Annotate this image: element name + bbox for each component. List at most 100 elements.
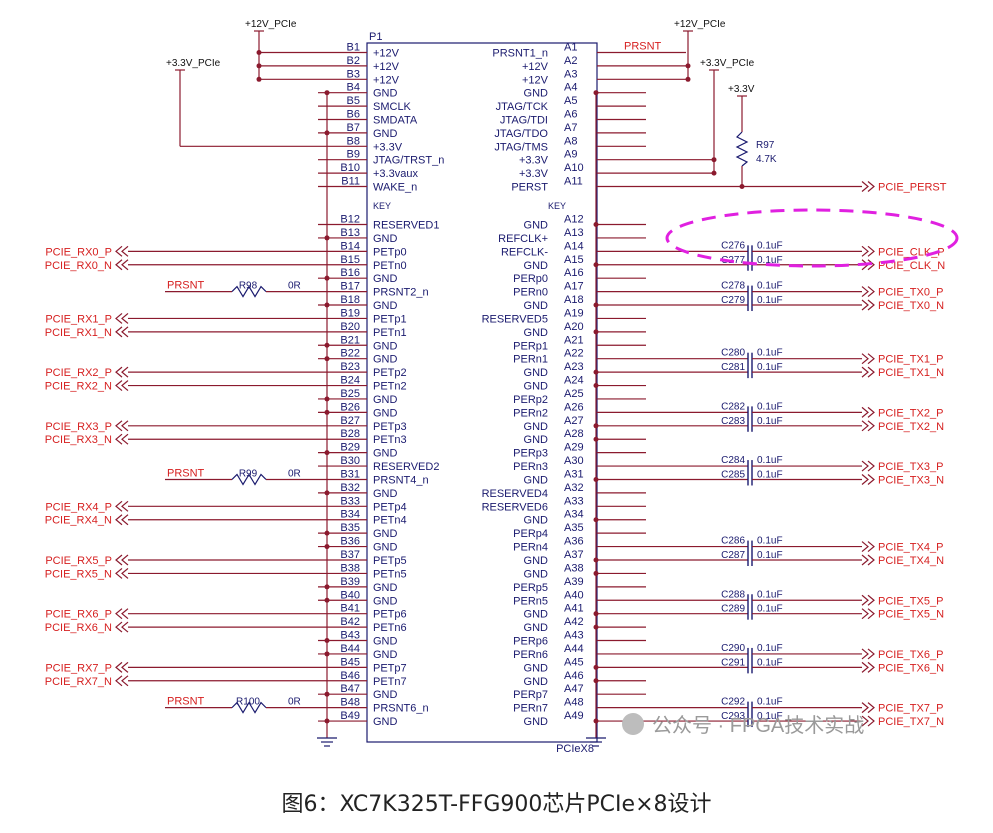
- pin-name: PRSNT4_n: [373, 474, 429, 486]
- resistor-ref: R98: [239, 281, 258, 292]
- offpage-arrow: [861, 245, 875, 257]
- pin-name: GND: [524, 609, 549, 621]
- junction-dot: [711, 157, 717, 163]
- pin-name: PERn2: [513, 407, 548, 419]
- net-label-tx: PCIE_TX1_P: [878, 354, 943, 366]
- pin-number: A32: [564, 482, 584, 494]
- resistor-ref: R100: [236, 697, 260, 708]
- pin-number: A42: [564, 616, 584, 628]
- net-label-tx: PCIE_TX3_N: [878, 474, 944, 486]
- pin-name: PETn6: [373, 622, 407, 634]
- cap-value: 0.1uF: [757, 281, 783, 292]
- component-ref: P1: [369, 31, 382, 43]
- pin-name: GND: [373, 233, 398, 245]
- junction-dot: [256, 63, 262, 69]
- pin-name: GND: [524, 622, 549, 634]
- resistor-prsnt: [231, 473, 267, 486]
- pin-name: PERp0: [513, 273, 548, 285]
- junction-dot: [256, 76, 262, 82]
- pin-number: B47: [340, 683, 360, 695]
- pin-number: A16: [564, 267, 584, 279]
- pin-name: PETn2: [373, 381, 407, 393]
- pin-name: PERp4: [513, 528, 548, 540]
- cap-ref: C288: [721, 589, 745, 600]
- pin-number: A47: [564, 683, 584, 695]
- offpage-arrow: [115, 380, 129, 392]
- pin-number: A40: [564, 589, 584, 601]
- junction-dot: [324, 638, 330, 644]
- junction-dot: [593, 517, 599, 523]
- pin-name: PERp6: [513, 636, 548, 648]
- connector-body: [366, 42, 598, 743]
- net-label-rx: PCIE_RX4_P: [45, 501, 112, 513]
- pin-name: GND: [373, 542, 398, 554]
- net-label-rx: PCIE_RX7_N: [45, 676, 112, 688]
- net-label-rx: PCIE_RX4_N: [45, 515, 112, 527]
- pin-number: B36: [340, 536, 360, 548]
- pin-number: A49: [564, 710, 584, 722]
- watermark-text: 公众号 · FPGA技术实战: [652, 714, 864, 737]
- pin-name: GND: [524, 381, 549, 393]
- pin-name: GND: [373, 354, 398, 366]
- offpage-arrow: [861, 420, 875, 432]
- pin-name: GND: [524, 367, 549, 379]
- pin-number: B11: [341, 176, 360, 188]
- pin-name: GND: [524, 555, 549, 567]
- offpage-arrow: [115, 259, 129, 271]
- junction-dot: [593, 678, 599, 684]
- cap-ref: C290: [721, 643, 745, 654]
- pin-name: GND: [524, 220, 549, 232]
- cap-ref: C284: [721, 455, 745, 466]
- cap-value: 0.1uF: [757, 604, 783, 615]
- pin-name: PERST: [511, 182, 548, 194]
- pin-name: PETp2: [373, 367, 407, 379]
- power-label-33v-right: +3.3V_PCIe: [700, 58, 755, 69]
- pin-name: GND: [524, 300, 549, 312]
- net-label-clk-n: PCIE_CLK_N: [878, 260, 945, 272]
- pin-number: B18: [340, 294, 360, 306]
- pin-number: A24: [564, 375, 584, 387]
- offpage-arrow: [115, 514, 129, 526]
- cap-ref: C292: [721, 697, 745, 708]
- watermark: [622, 713, 644, 735]
- pin-name: GND: [524, 421, 549, 433]
- offpage-arrow: [115, 621, 129, 633]
- offpage-arrow: [861, 661, 875, 673]
- net-label-tx: PCIE_TX5_P: [878, 595, 943, 607]
- figure-caption: 图6：XC7K325T-FFG900芯片PCIe×8设计: [281, 792, 712, 817]
- cap-value: 0.1uF: [757, 416, 783, 427]
- pin-number: B12: [340, 214, 360, 226]
- pin-number: B37: [340, 549, 360, 561]
- pin-name: REFCLK+: [498, 233, 548, 245]
- pin-name: PRSNT2_n: [373, 287, 429, 299]
- cap-ref: C276: [721, 240, 745, 251]
- pin-number: A15: [564, 254, 584, 266]
- pin-number: A25: [564, 388, 584, 400]
- junction-dot: [593, 624, 599, 630]
- cap-value: 0.1uF: [757, 295, 783, 306]
- offpage-arrow: [115, 675, 129, 687]
- cap-ref: C286: [721, 536, 745, 547]
- pin-number: B42: [340, 616, 360, 628]
- net-label-tx: PCIE_TX0_N: [878, 300, 944, 312]
- pin-number: A20: [564, 321, 584, 333]
- offpage-arrow: [861, 541, 875, 553]
- net-label-prsnt-top: PRSNT: [624, 41, 662, 53]
- cap-value: 0.1uF: [757, 550, 783, 561]
- offpage-arrow: [115, 500, 129, 512]
- pin-name: GND: [373, 636, 398, 648]
- cap-value: 0.1uF: [757, 657, 783, 668]
- net-label-tx: PCIE_TX7_N: [878, 716, 944, 728]
- pin-name: GND: [373, 595, 398, 607]
- cap-value: 0.1uF: [757, 697, 783, 708]
- pin-name: PERn1: [513, 354, 548, 366]
- pin-name: PETn4: [373, 515, 407, 527]
- pin-number: B23: [340, 361, 360, 373]
- pin-number: B24: [340, 375, 360, 387]
- resistor-ref: R99: [239, 468, 258, 479]
- junction-dot: [324, 530, 330, 536]
- key-label-right: KEY: [548, 201, 566, 211]
- highlight-ellipse: [665, 208, 959, 268]
- net-label-tx: PCIE_TX4_N: [878, 555, 944, 567]
